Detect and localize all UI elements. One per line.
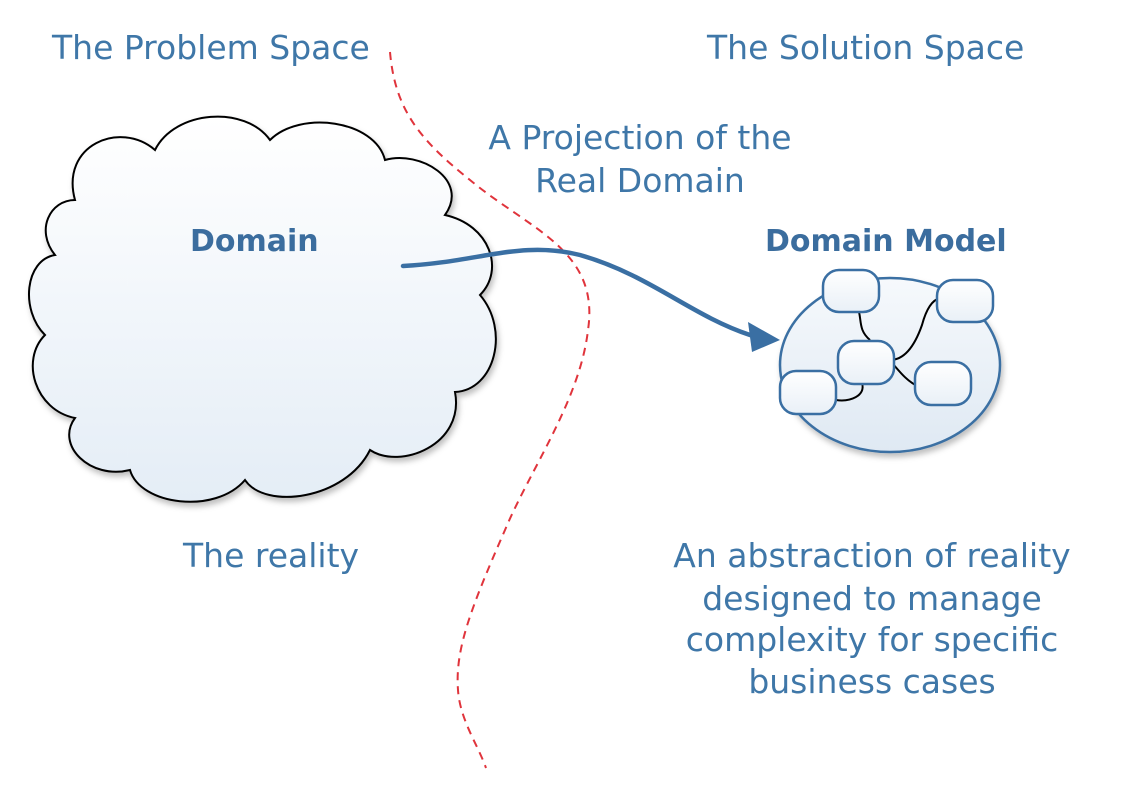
domain-label: Domain xyxy=(190,224,319,259)
abstraction-line-2: designed to manage xyxy=(702,579,1042,618)
model-node xyxy=(913,360,973,407)
projection-label-line1: A Projection of the xyxy=(488,118,792,157)
abstraction-line-4: business cases xyxy=(748,662,996,701)
problem-space-label: The Problem Space xyxy=(52,28,370,67)
model-node xyxy=(778,369,838,416)
model-node xyxy=(821,268,881,314)
model-node xyxy=(935,278,995,324)
reality-label: The reality xyxy=(183,536,360,575)
domain-cloud-shape xyxy=(28,115,497,503)
domain-model-shape xyxy=(778,268,1002,454)
model-node xyxy=(836,339,896,386)
abstraction-line-1: An abstraction of reality xyxy=(673,536,1071,575)
projection-label-line2: Real Domain xyxy=(535,161,745,200)
projection-arrow xyxy=(400,247,753,338)
arrow-head xyxy=(748,322,780,352)
solution-space-label: The Solution Space xyxy=(707,28,1025,67)
abstraction-line-3: complexity for specific xyxy=(685,620,1059,659)
domain-model-label: Domain Model xyxy=(765,224,1007,259)
space-boundary-line xyxy=(389,51,591,769)
